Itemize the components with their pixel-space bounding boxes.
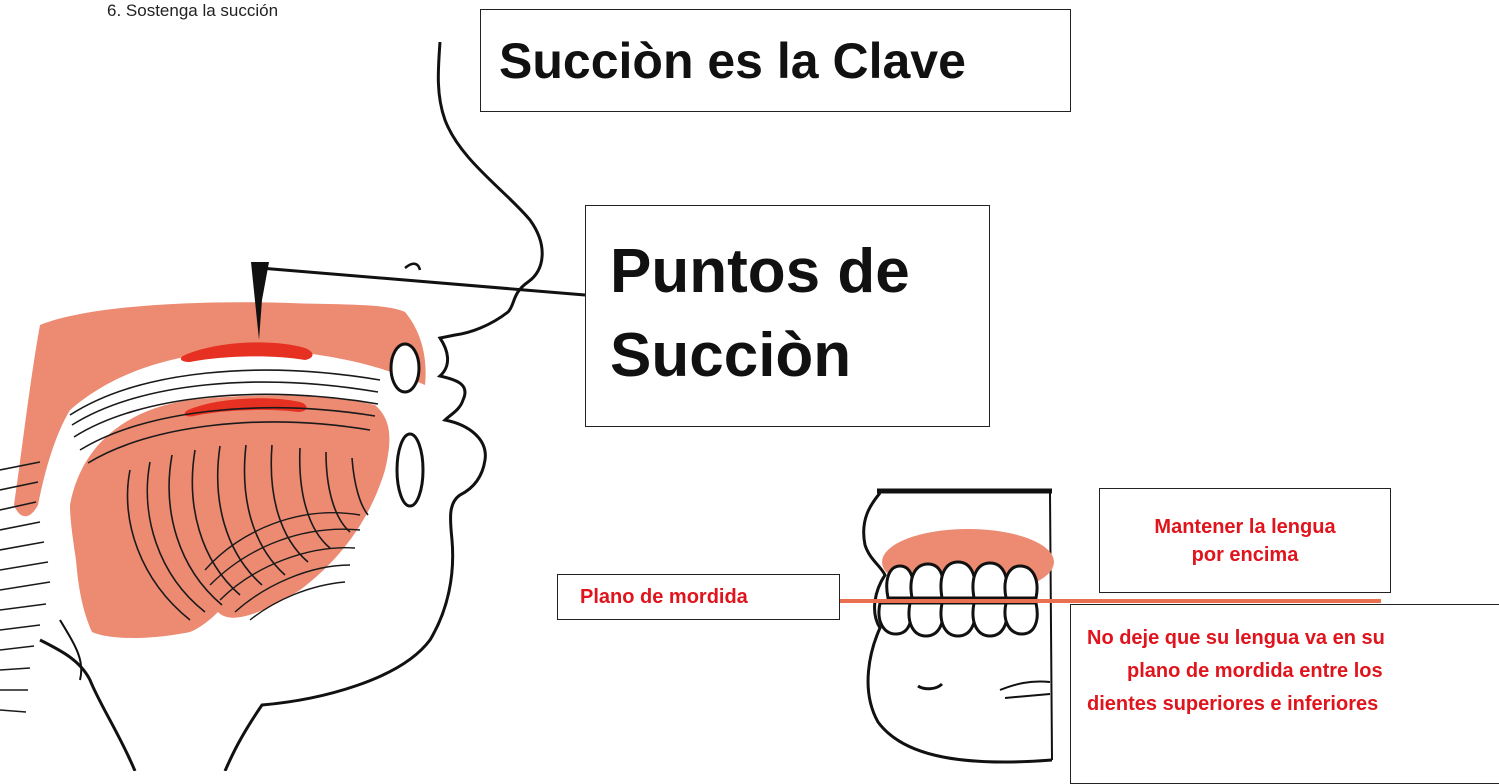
palate-tissue — [14, 302, 426, 517]
title-box: Succiòn es la Clave — [480, 9, 1071, 112]
step-note: 6. Sostenga la succión — [107, 1, 279, 20]
bite-plane-box: Plano de mordida — [557, 574, 840, 620]
warning-line3: dientes superiores e inferiores — [1087, 693, 1379, 715]
warning-box: No deje que su lengua va en su plano de … — [1070, 604, 1499, 784]
suction-point-lower — [184, 398, 307, 417]
warning-line2: plano de mordida entre los — [1127, 660, 1383, 682]
neck-hatching — [0, 461, 51, 713]
tongue-note-line2: por encima — [1191, 543, 1299, 566]
upper-incisor — [389, 342, 421, 394]
lower-teeth — [877, 601, 1039, 638]
tongue-tissue — [70, 395, 390, 638]
skull-outline — [862, 492, 1053, 764]
warning-line1: No deje que su lengua va en su — [1087, 627, 1385, 649]
suction-points-line1: Puntos de — [610, 237, 910, 306]
suction-points-line2: Succiòn — [610, 321, 852, 390]
pointer-arrowhead — [251, 262, 269, 340]
bite-plane-label: Plano de mordida — [580, 585, 748, 608]
tongue-hatching — [69, 369, 381, 621]
face-profile — [223, 41, 544, 771]
page-title: Succiòn es la Clave — [499, 32, 966, 89]
tongue-note-box: Mantener la lengua por encima — [1099, 488, 1391, 593]
suction-points-box: Puntos de Succiòn — [585, 205, 990, 427]
upper-teeth — [885, 560, 1039, 600]
tongue-note-line1: Mantener la lengua — [1154, 515, 1336, 538]
lower-incisor — [395, 432, 425, 508]
suction-point-upper — [180, 342, 313, 362]
jaw-hatching — [204, 512, 361, 621]
pointer-line — [259, 266, 586, 297]
